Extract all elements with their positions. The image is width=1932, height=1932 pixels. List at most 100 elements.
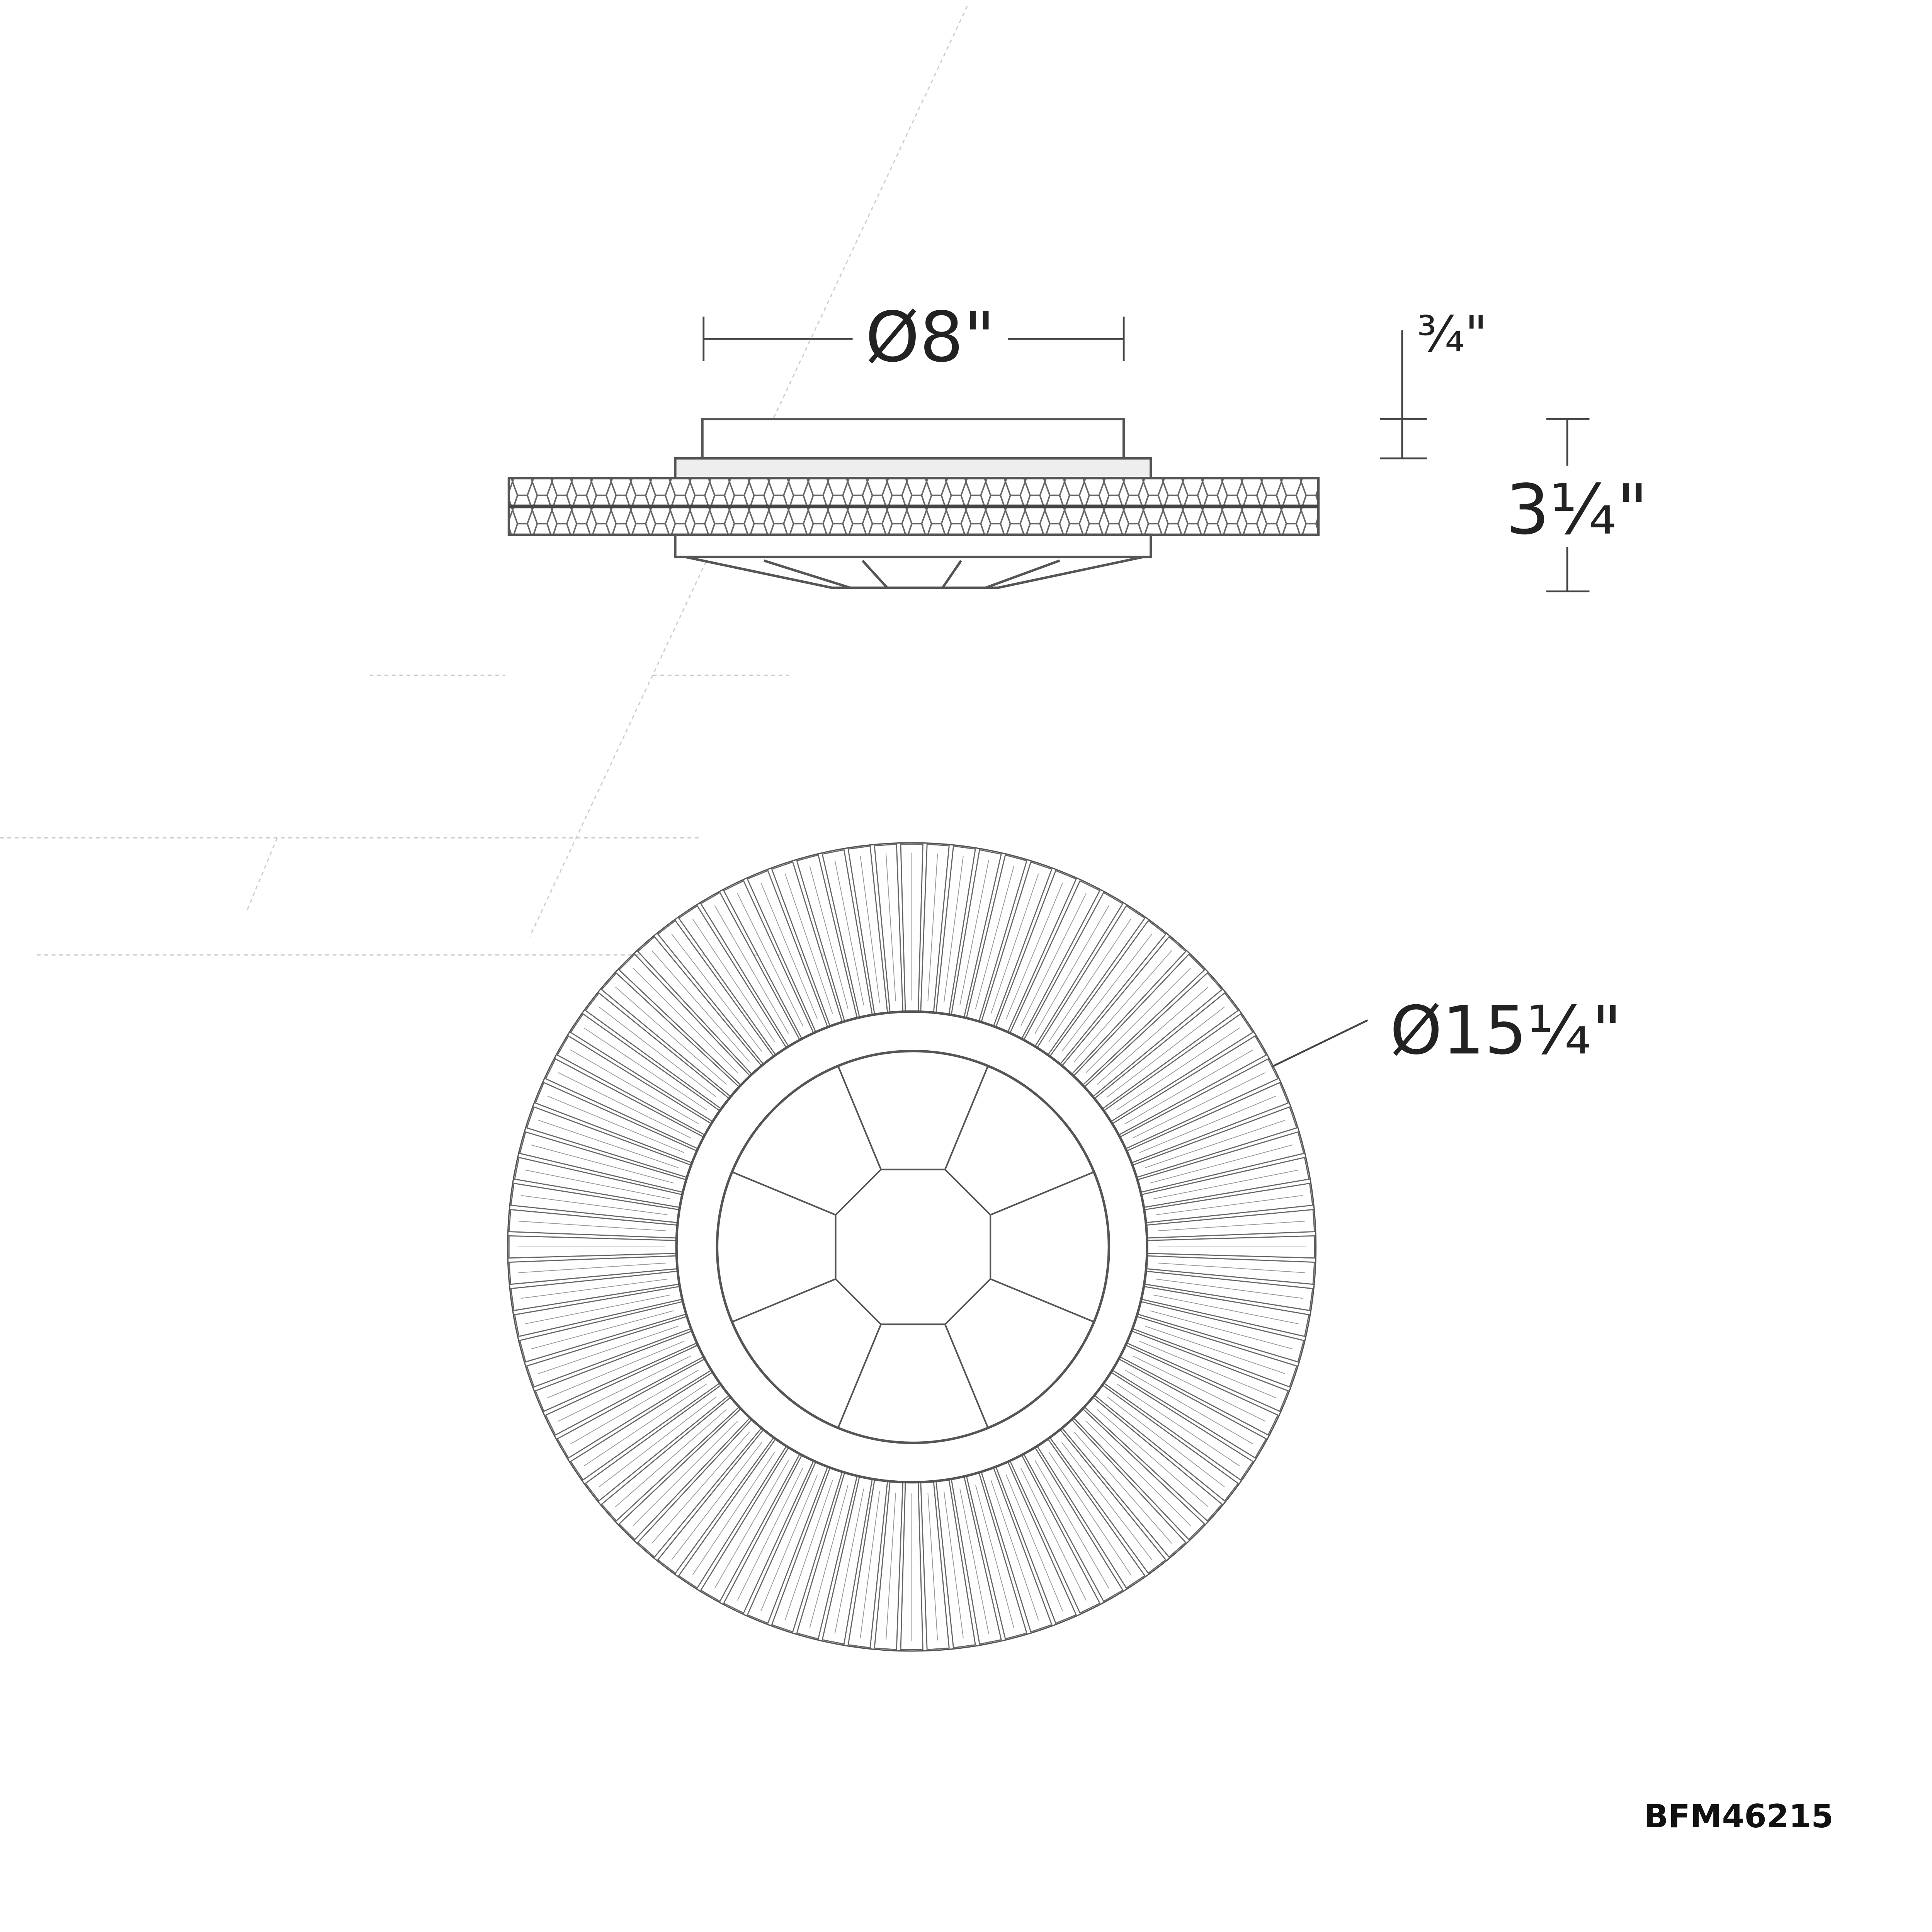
canopy-diameter-label: Ø8" bbox=[865, 297, 995, 378]
crystal-ray-facet bbox=[1005, 882, 1063, 1020]
crystal-ray-facet bbox=[943, 1491, 964, 1638]
crystal-ray-facet bbox=[860, 1491, 880, 1638]
crystal-ray-facet bbox=[990, 1480, 1039, 1621]
crystal-ray-facet bbox=[1107, 1007, 1225, 1097]
crystal-ray-facet bbox=[860, 856, 880, 1003]
crystal-ray-facet bbox=[809, 866, 849, 1009]
crystal-ray-facet bbox=[1048, 1451, 1131, 1575]
facet-spoke bbox=[837, 1065, 882, 1170]
crystal-ray-facet bbox=[1020, 1468, 1087, 1601]
crystal-ray-facet bbox=[570, 1370, 699, 1445]
facet-spoke bbox=[837, 1324, 882, 1429]
crystal-ray-facet bbox=[615, 986, 727, 1085]
crystal-ray-facet bbox=[737, 893, 803, 1026]
crystal-ray-facet bbox=[1156, 1195, 1303, 1215]
model-number: BFM46215 bbox=[1644, 1798, 1833, 1835]
crystal-ray-facet bbox=[809, 1485, 849, 1628]
diffuser-side bbox=[685, 556, 1144, 589]
crystal-ray-facet bbox=[558, 1072, 691, 1138]
crystal-ray-facet bbox=[615, 1409, 727, 1507]
facet-spoke bbox=[731, 1171, 836, 1216]
crystal-ray-facet bbox=[671, 1442, 762, 1560]
facet-spoke bbox=[731, 1278, 836, 1323]
crystal-ray-facet bbox=[886, 1493, 896, 1641]
overall-diameter-label: Ø15¼" bbox=[1390, 992, 1622, 1069]
crystal-ray-facet bbox=[943, 856, 964, 1003]
inner-band bbox=[675, 1010, 1148, 1484]
canopy-height-label: ¾" bbox=[1417, 306, 1487, 363]
crystal-ray-facet bbox=[1158, 1262, 1305, 1273]
crystal-ray-facet bbox=[1097, 1409, 1209, 1507]
crystal-ray-facet bbox=[959, 1488, 989, 1634]
crystal-ray-facet bbox=[1061, 934, 1152, 1052]
crystal-ray-facet bbox=[520, 1195, 668, 1215]
crystal-ray-facet bbox=[538, 1120, 679, 1168]
side-view bbox=[507, 417, 1320, 589]
crystal-ray-facet bbox=[558, 1355, 691, 1422]
overall-height-label: 3¼" bbox=[1506, 470, 1648, 550]
crystal-ray-facet bbox=[784, 873, 833, 1014]
canopy bbox=[701, 417, 1125, 460]
crystal-ray-facet bbox=[1116, 1027, 1240, 1111]
crystal-ray-facet bbox=[1048, 919, 1131, 1043]
crystal-ray-facet bbox=[583, 1383, 707, 1466]
lower-band bbox=[674, 533, 1152, 558]
crystal-ray-facet bbox=[531, 1310, 674, 1350]
crystal-ray-facet bbox=[692, 1451, 776, 1575]
crystal-ray-facet bbox=[1005, 1474, 1063, 1612]
crystal-ray-facet bbox=[1074, 950, 1172, 1062]
crystal-ray-facet bbox=[975, 1485, 1014, 1628]
crystal-ray-facet bbox=[531, 1145, 674, 1184]
crystal-ray-facet bbox=[975, 866, 1014, 1009]
crystal-rays bbox=[508, 844, 1315, 1650]
facet-spoke bbox=[990, 1171, 1095, 1216]
crystal-ray-facet bbox=[671, 934, 762, 1052]
crystal-ray-facet bbox=[714, 1460, 789, 1589]
crystal-ray-facet bbox=[1156, 1279, 1303, 1299]
crystal-ray-facet bbox=[1133, 1072, 1266, 1138]
outer-ring-edge bbox=[507, 842, 1317, 1652]
crystal-ray-facet bbox=[1097, 986, 1209, 1085]
crystal-ray-facet bbox=[927, 853, 938, 1001]
crystal-ray-facet bbox=[520, 1279, 668, 1299]
crystal-ray-facet bbox=[1034, 905, 1109, 1034]
crystal-ray-facet bbox=[547, 1341, 684, 1398]
crystal-ray-facet bbox=[1150, 1145, 1293, 1184]
crystal-ray-facet bbox=[1125, 1049, 1253, 1124]
crystal-ray-facet bbox=[1150, 1310, 1293, 1350]
crystal-ray-facet bbox=[525, 1294, 670, 1325]
crystal-ray-facet bbox=[651, 1432, 750, 1544]
crystal-ray-facet bbox=[599, 1007, 717, 1097]
crystal-ray-facet bbox=[599, 1396, 717, 1487]
crystal-ray-facet bbox=[547, 1095, 684, 1153]
crystal-ray-facet bbox=[959, 860, 989, 1005]
crystal-ray-facet bbox=[1153, 1294, 1299, 1325]
crystal-ray-facet bbox=[1085, 1421, 1191, 1526]
crystal-ray-facet bbox=[633, 968, 738, 1073]
crystal-ray-facet bbox=[1158, 1221, 1305, 1231]
diffuser-facets bbox=[731, 1065, 1095, 1429]
crystal-ray-facet bbox=[1085, 968, 1191, 1073]
crystal-ray-facet bbox=[714, 905, 789, 1034]
crystal-ray-facet bbox=[1034, 1460, 1109, 1589]
crystal-ray-facet bbox=[538, 1326, 679, 1374]
crystal-ray-facet bbox=[990, 873, 1039, 1014]
crystal-ray-facet bbox=[692, 919, 776, 1043]
crystal-ray-facet bbox=[633, 1421, 738, 1526]
crystal-ray-facet bbox=[1107, 1396, 1225, 1487]
crystal-ray-facet bbox=[570, 1049, 699, 1124]
crystal-ray-facet bbox=[834, 860, 864, 1005]
facet-spoke bbox=[944, 1324, 989, 1429]
crystal-ray-facet bbox=[1145, 1326, 1286, 1374]
crystal-ray-facet bbox=[1139, 1341, 1276, 1398]
crystal-ray-facet bbox=[927, 1493, 938, 1641]
facet-spoke bbox=[944, 1065, 989, 1170]
crystal-ray-facet bbox=[583, 1027, 707, 1111]
crystal-ray-facet bbox=[518, 1221, 666, 1231]
crystal-ray-facet bbox=[886, 853, 896, 1001]
crystal-ray-facet bbox=[737, 1468, 803, 1601]
crystal-ray-facet bbox=[760, 882, 818, 1020]
plan-view bbox=[507, 842, 1317, 1652]
